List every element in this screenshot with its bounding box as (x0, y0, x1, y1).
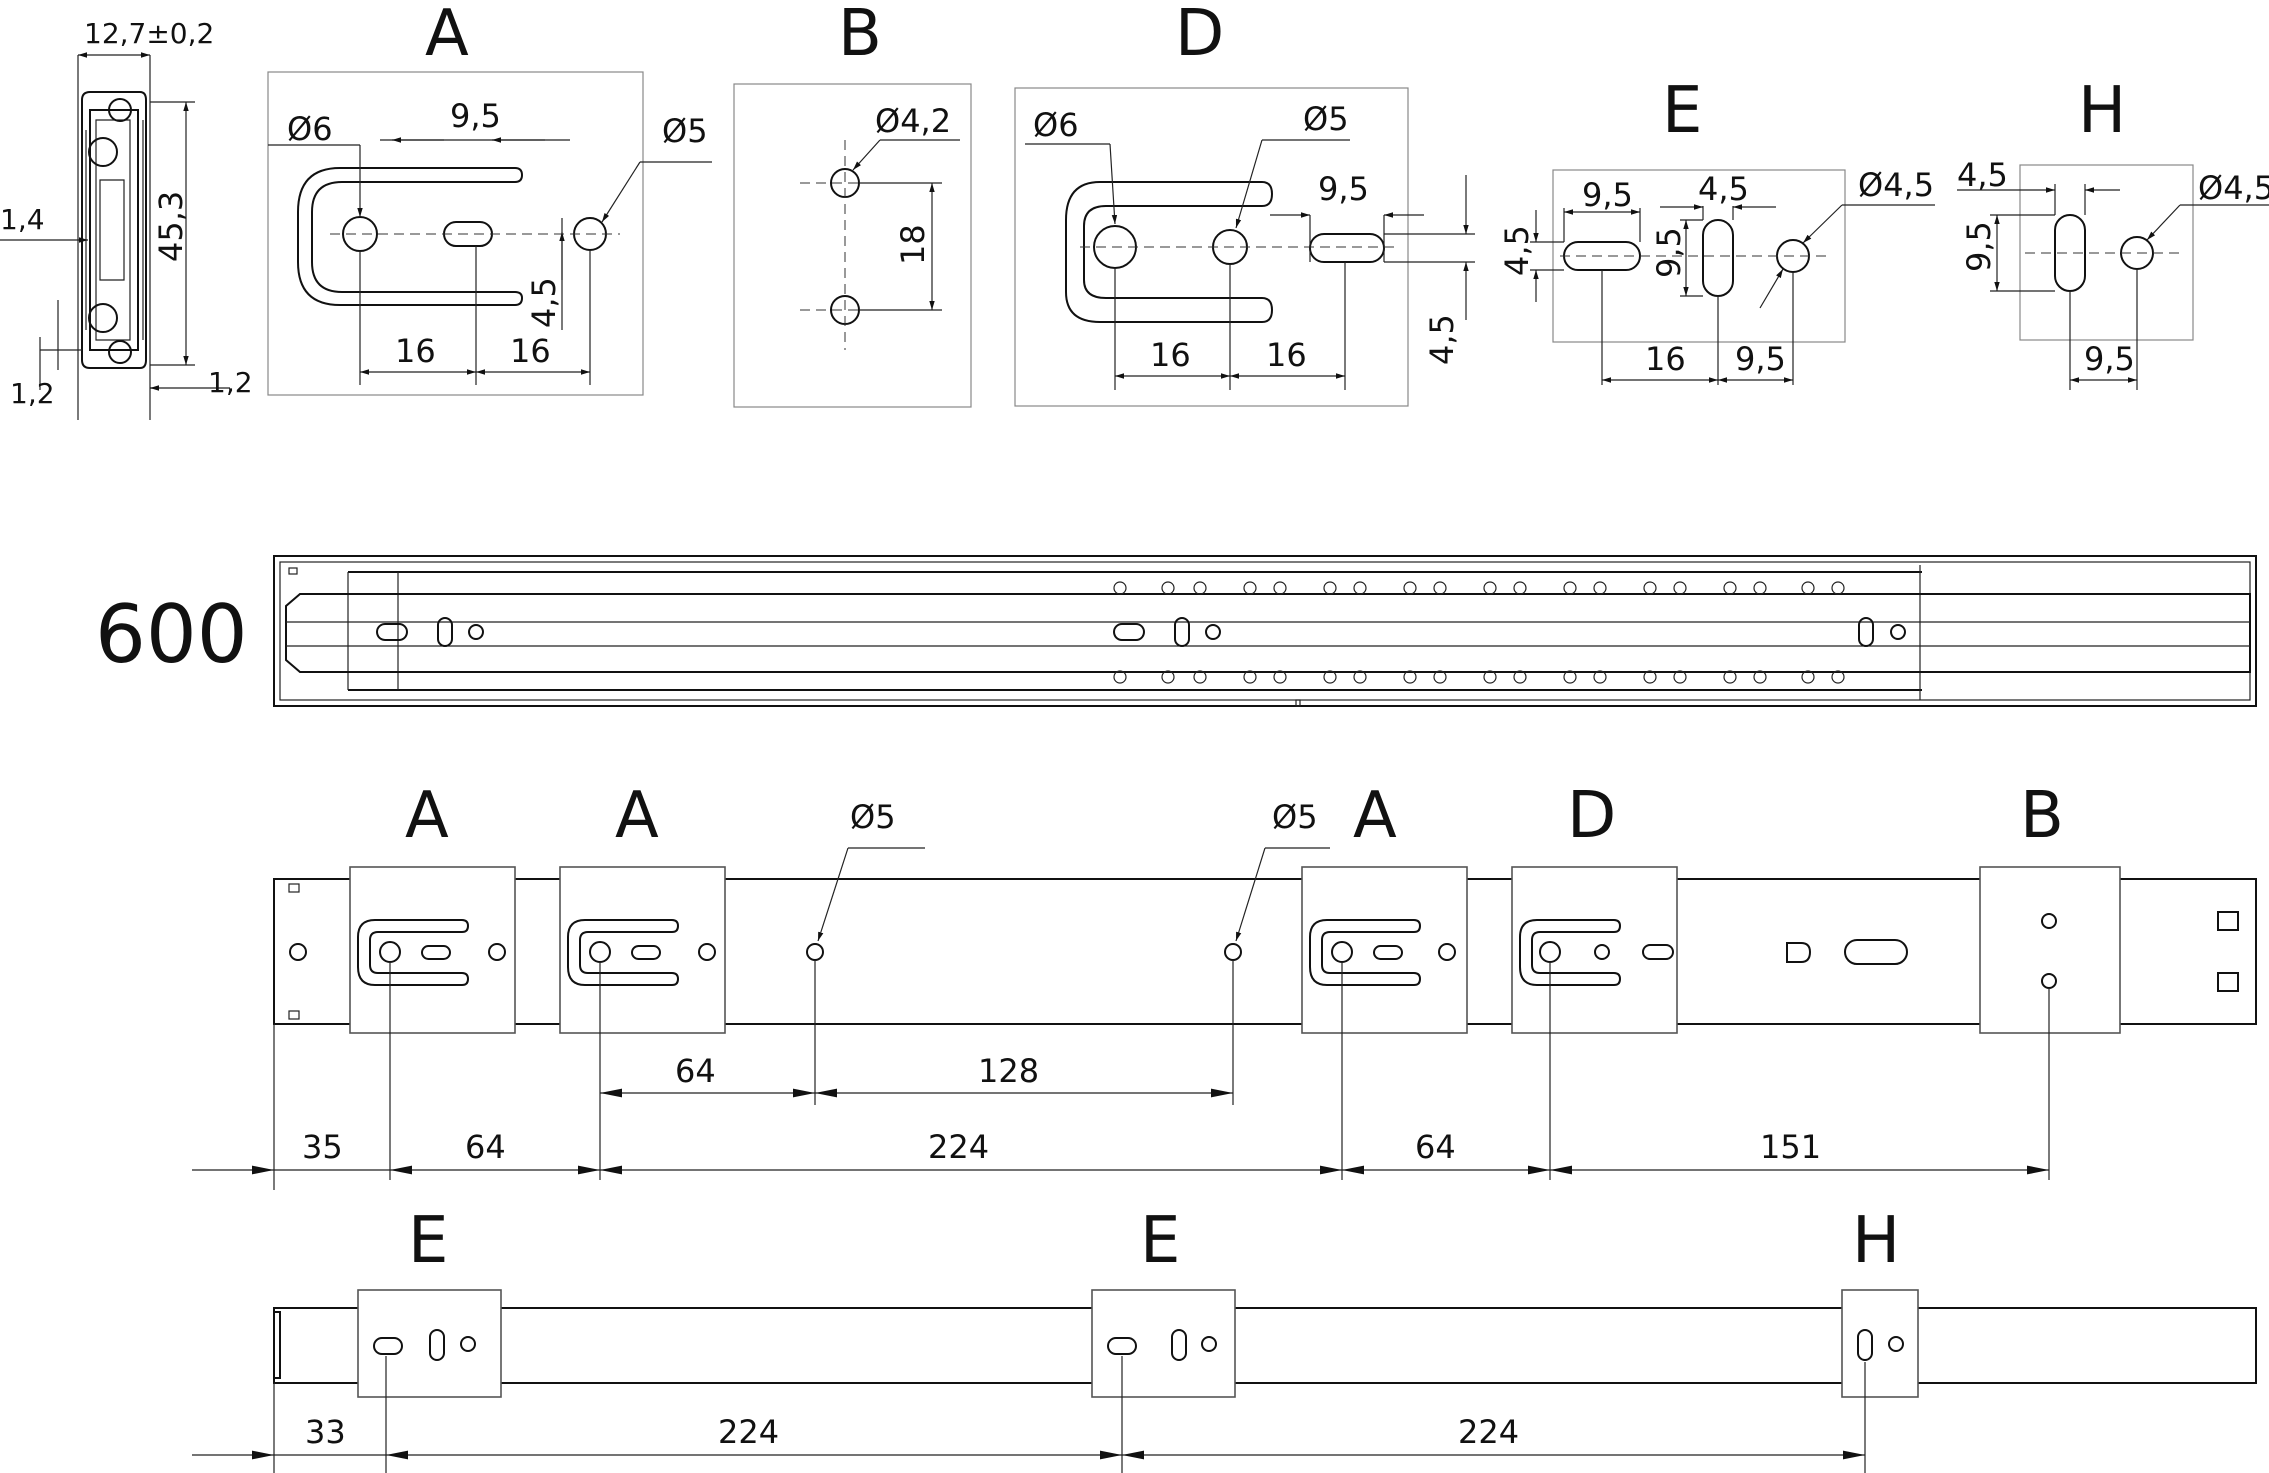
drawer-rail: E E H 33 224 224 (192, 1204, 2257, 1473)
detail-h-title: H (2078, 74, 2126, 148)
length-label: 600 (95, 588, 248, 681)
detail-b-hole: Ø4,2 (875, 102, 951, 140)
detail-e-slot-h-len: 9,5 (1582, 176, 1633, 214)
detail-h-spacing: 9,5 (2084, 340, 2135, 378)
ball-cage-bottom (1113, 670, 1845, 684)
detail-h: H 4,5 9,5 Ø4,5 9,5 (1957, 74, 2269, 390)
lower-dim-151: 151 (1760, 1128, 1821, 1166)
detail-h-hole: Ø4,5 (2198, 169, 2269, 207)
detail-e-hole: Ø4,5 (1858, 166, 1934, 204)
drawer-dim-224-b: 224 (1458, 1413, 1519, 1451)
cabinet-rail: A A Ø5 Ø5 A D B (192, 779, 2257, 1190)
drawer-label-e2: E (1140, 1204, 1180, 1278)
lower-dim-64-b: 64 (1415, 1128, 1456, 1166)
rail-label-b: B (2020, 779, 2064, 853)
hole-note-1: Ø5 (850, 798, 896, 836)
lower-dim-35: 35 (302, 1128, 343, 1166)
profile-left-offset-label: 1,4 (0, 203, 45, 236)
detail-a-hole-small: Ø5 (662, 112, 708, 150)
detail-e-spacing-2: 9,5 (1735, 340, 1786, 378)
drawer-dim-224-a: 224 (718, 1413, 779, 1451)
detail-b: B 18 Ø4,2 (733, 0, 972, 408)
detail-h-slot-len: 9,5 (1960, 221, 1998, 272)
profile-bottom-left-label: 1,2 (10, 377, 55, 410)
rail-label-a1: A (405, 779, 449, 853)
detail-d: D Ø6 Ø5 9,5 4,5 16 16 (1014, 0, 1475, 407)
detail-e-slot-v-w: 4,5 (1698, 170, 1749, 208)
drawer-dim-33: 33 (305, 1413, 346, 1451)
drawer-label-h: H (1852, 1204, 1900, 1278)
profile-height-label: 45,3 (152, 191, 190, 262)
profile-section: 12,7±0,2 45,3 1,4 1,2 1,2 (0, 17, 253, 420)
upper-dim-64: 64 (675, 1052, 716, 1090)
detail-b-spacing: 18 (894, 224, 932, 265)
drawer-label-e1: E (408, 1204, 448, 1278)
detail-d-slot-len: 9,5 (1318, 170, 1369, 208)
lower-dim-64-a: 64 (465, 1128, 506, 1166)
hole-note-2: Ø5 (1272, 798, 1318, 836)
detail-a-slot-len: 9,5 (450, 97, 501, 135)
detail-b-title: B (838, 0, 882, 71)
detail-a-offset: 4,5 (525, 277, 563, 328)
detail-e-title: E (1662, 74, 1702, 148)
detail-e: E 9,5 4,5 9,5 4,5 Ø4,5 16 9,5 (1498, 74, 1935, 385)
detail-d-spacing-1: 16 (1150, 336, 1191, 374)
detail-h-slot-w: 4,5 (1957, 156, 2008, 194)
detail-a-spacing-1: 16 (395, 332, 436, 370)
detail-a-spacing-2: 16 (510, 332, 551, 370)
detail-a-title: A (425, 0, 469, 71)
detail-a-hole-large: Ø6 (287, 110, 333, 148)
detail-e-slot-h-w: 4,5 (1498, 225, 1536, 276)
lower-dim-224: 224 (928, 1128, 989, 1166)
detail-e-spacing-1: 16 (1645, 340, 1686, 378)
upper-dim-128: 128 (978, 1052, 1039, 1090)
profile-width-label: 12,7±0,2 (84, 17, 214, 50)
detail-e-slot-v-len: 9,5 (1650, 227, 1688, 278)
profile-bottom-right-label: 1,2 (208, 366, 253, 399)
detail-d-hole-small: Ø5 (1303, 100, 1349, 138)
rail-label-d: D (1567, 779, 1616, 853)
rail-label-a2: A (615, 779, 659, 853)
side-view-600: 600 (95, 555, 2257, 707)
detail-a: A 9,5 Ø6 Ø5 16 16 4,5 (267, 0, 712, 396)
detail-d-spacing-2: 16 (1266, 336, 1307, 374)
detail-d-offset: 4,5 (1423, 314, 1461, 365)
rail-label-a3: A (1353, 779, 1397, 853)
detail-d-hole-large: Ø6 (1033, 106, 1079, 144)
ball-cage-top (1113, 581, 1845, 595)
detail-d-title: D (1175, 0, 1224, 71)
